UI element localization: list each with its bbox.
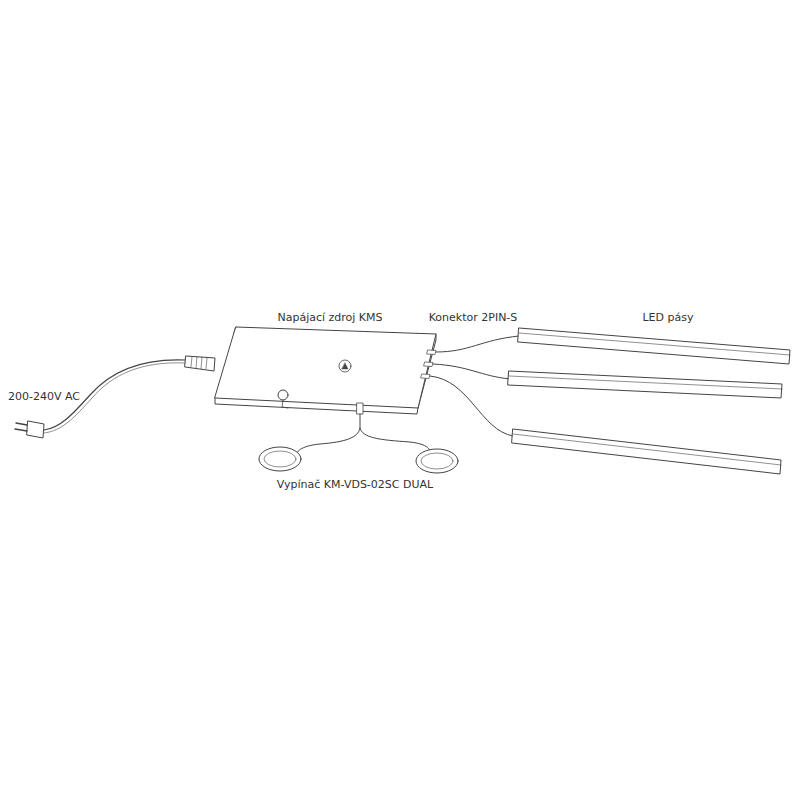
part-name: Konektor 2PIN-S	[429, 311, 518, 324]
part-name: Napájací zdroj KMS	[277, 311, 382, 324]
part-name: Vypínač KM-VDS-02SC DUAL	[277, 478, 433, 491]
voltage-label: 200-240V AC	[8, 390, 80, 403]
part-name: LED pásy	[642, 311, 693, 324]
